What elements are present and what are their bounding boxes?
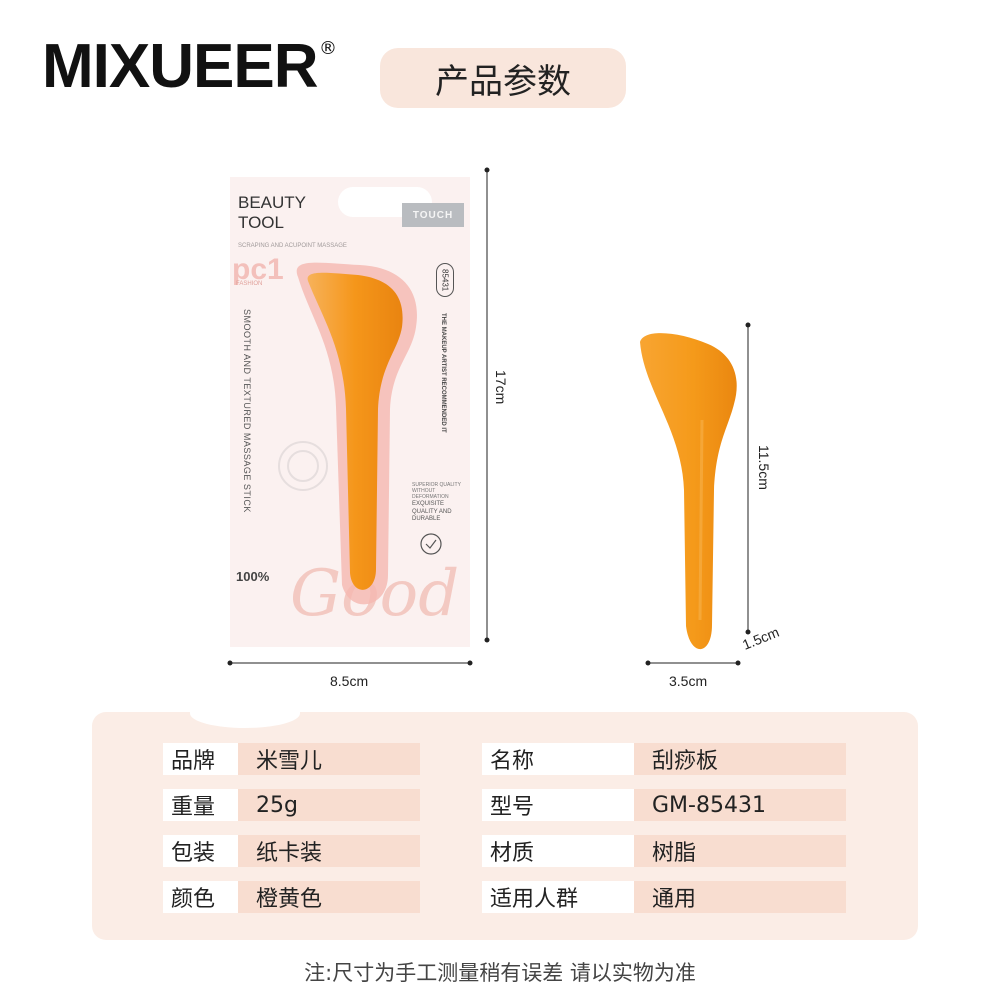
package-recommend-text: THE MAKEUP ARTIST RECOMMENDED IT [440, 313, 446, 433]
spec-value-weight: 25g [238, 789, 420, 821]
package-code: 85431 [436, 263, 454, 297]
package-subtitle: SCRAPING AND ACUPOINT MASSAGE [238, 243, 347, 249]
dimension-lines [227, 167, 751, 666]
measurement-note: 注:尺寸为手工测量稍有误差 请以实物为准 [304, 961, 696, 985]
package-fashion: FASHION [236, 281, 263, 287]
package-pc1: pc1 [232, 253, 284, 286]
spec-label-model: 型号 [482, 789, 634, 821]
tool-width-label: 3.5cm [669, 673, 708, 689]
spec-value-name: 刮痧板 [634, 743, 846, 775]
spec-label-color: 颜色 [163, 881, 238, 913]
check-cycle-icon [420, 533, 442, 555]
package-height-label: 17cm [493, 370, 509, 405]
scraping-tool-icon [640, 333, 737, 650]
package-100-percent: 100% [236, 569, 270, 584]
spec-label-material: 材质 [482, 835, 634, 867]
brand-logo: MIXUEER [42, 32, 318, 101]
spec-value-brand: 米雪儿 [238, 743, 420, 775]
spec-label-brand: 品牌 [163, 743, 238, 775]
package-superior-text: SUPERIOR QUALITY WITHOUT DEFORMATION [412, 482, 461, 500]
package-beauty-tool-text: BEAUTY TOOL [238, 193, 307, 232]
spec-label-packaging: 包装 [163, 835, 238, 867]
product-package-image: BEAUTY TOOL TOUCH SCRAPING AND ACUPOINT … [230, 177, 470, 647]
blister-tool-icon [296, 262, 417, 605]
tool-height-label: 11.5cm [756, 445, 772, 490]
package-side-text: SMOOTH AND TEXTURED MASSAGE STICK [242, 309, 252, 513]
package-width-label: 8.5cm [330, 673, 369, 689]
spec-value-color: 橙黄色 [238, 881, 420, 913]
spec-value-material: 树脂 [634, 835, 846, 867]
spec-label-audience: 适用人群 [482, 881, 634, 913]
package-exquisite-text: EXQUISITE QUALITY AND DURABLE [412, 501, 452, 522]
spec-label-weight: 重量 [163, 789, 238, 821]
package-tag: TOUCH [402, 203, 464, 227]
spec-value-audience: 通用 [634, 881, 846, 913]
spec-label-name: 名称 [482, 743, 634, 775]
seal-emblem-icon [278, 441, 328, 491]
spec-value-packaging: 纸卡装 [238, 835, 420, 867]
spec-value-model: GM-85431 [634, 789, 846, 821]
panel-notch [190, 712, 300, 728]
page-title: 产品参数 [380, 48, 626, 108]
registered-mark: ® [319, 38, 337, 59]
